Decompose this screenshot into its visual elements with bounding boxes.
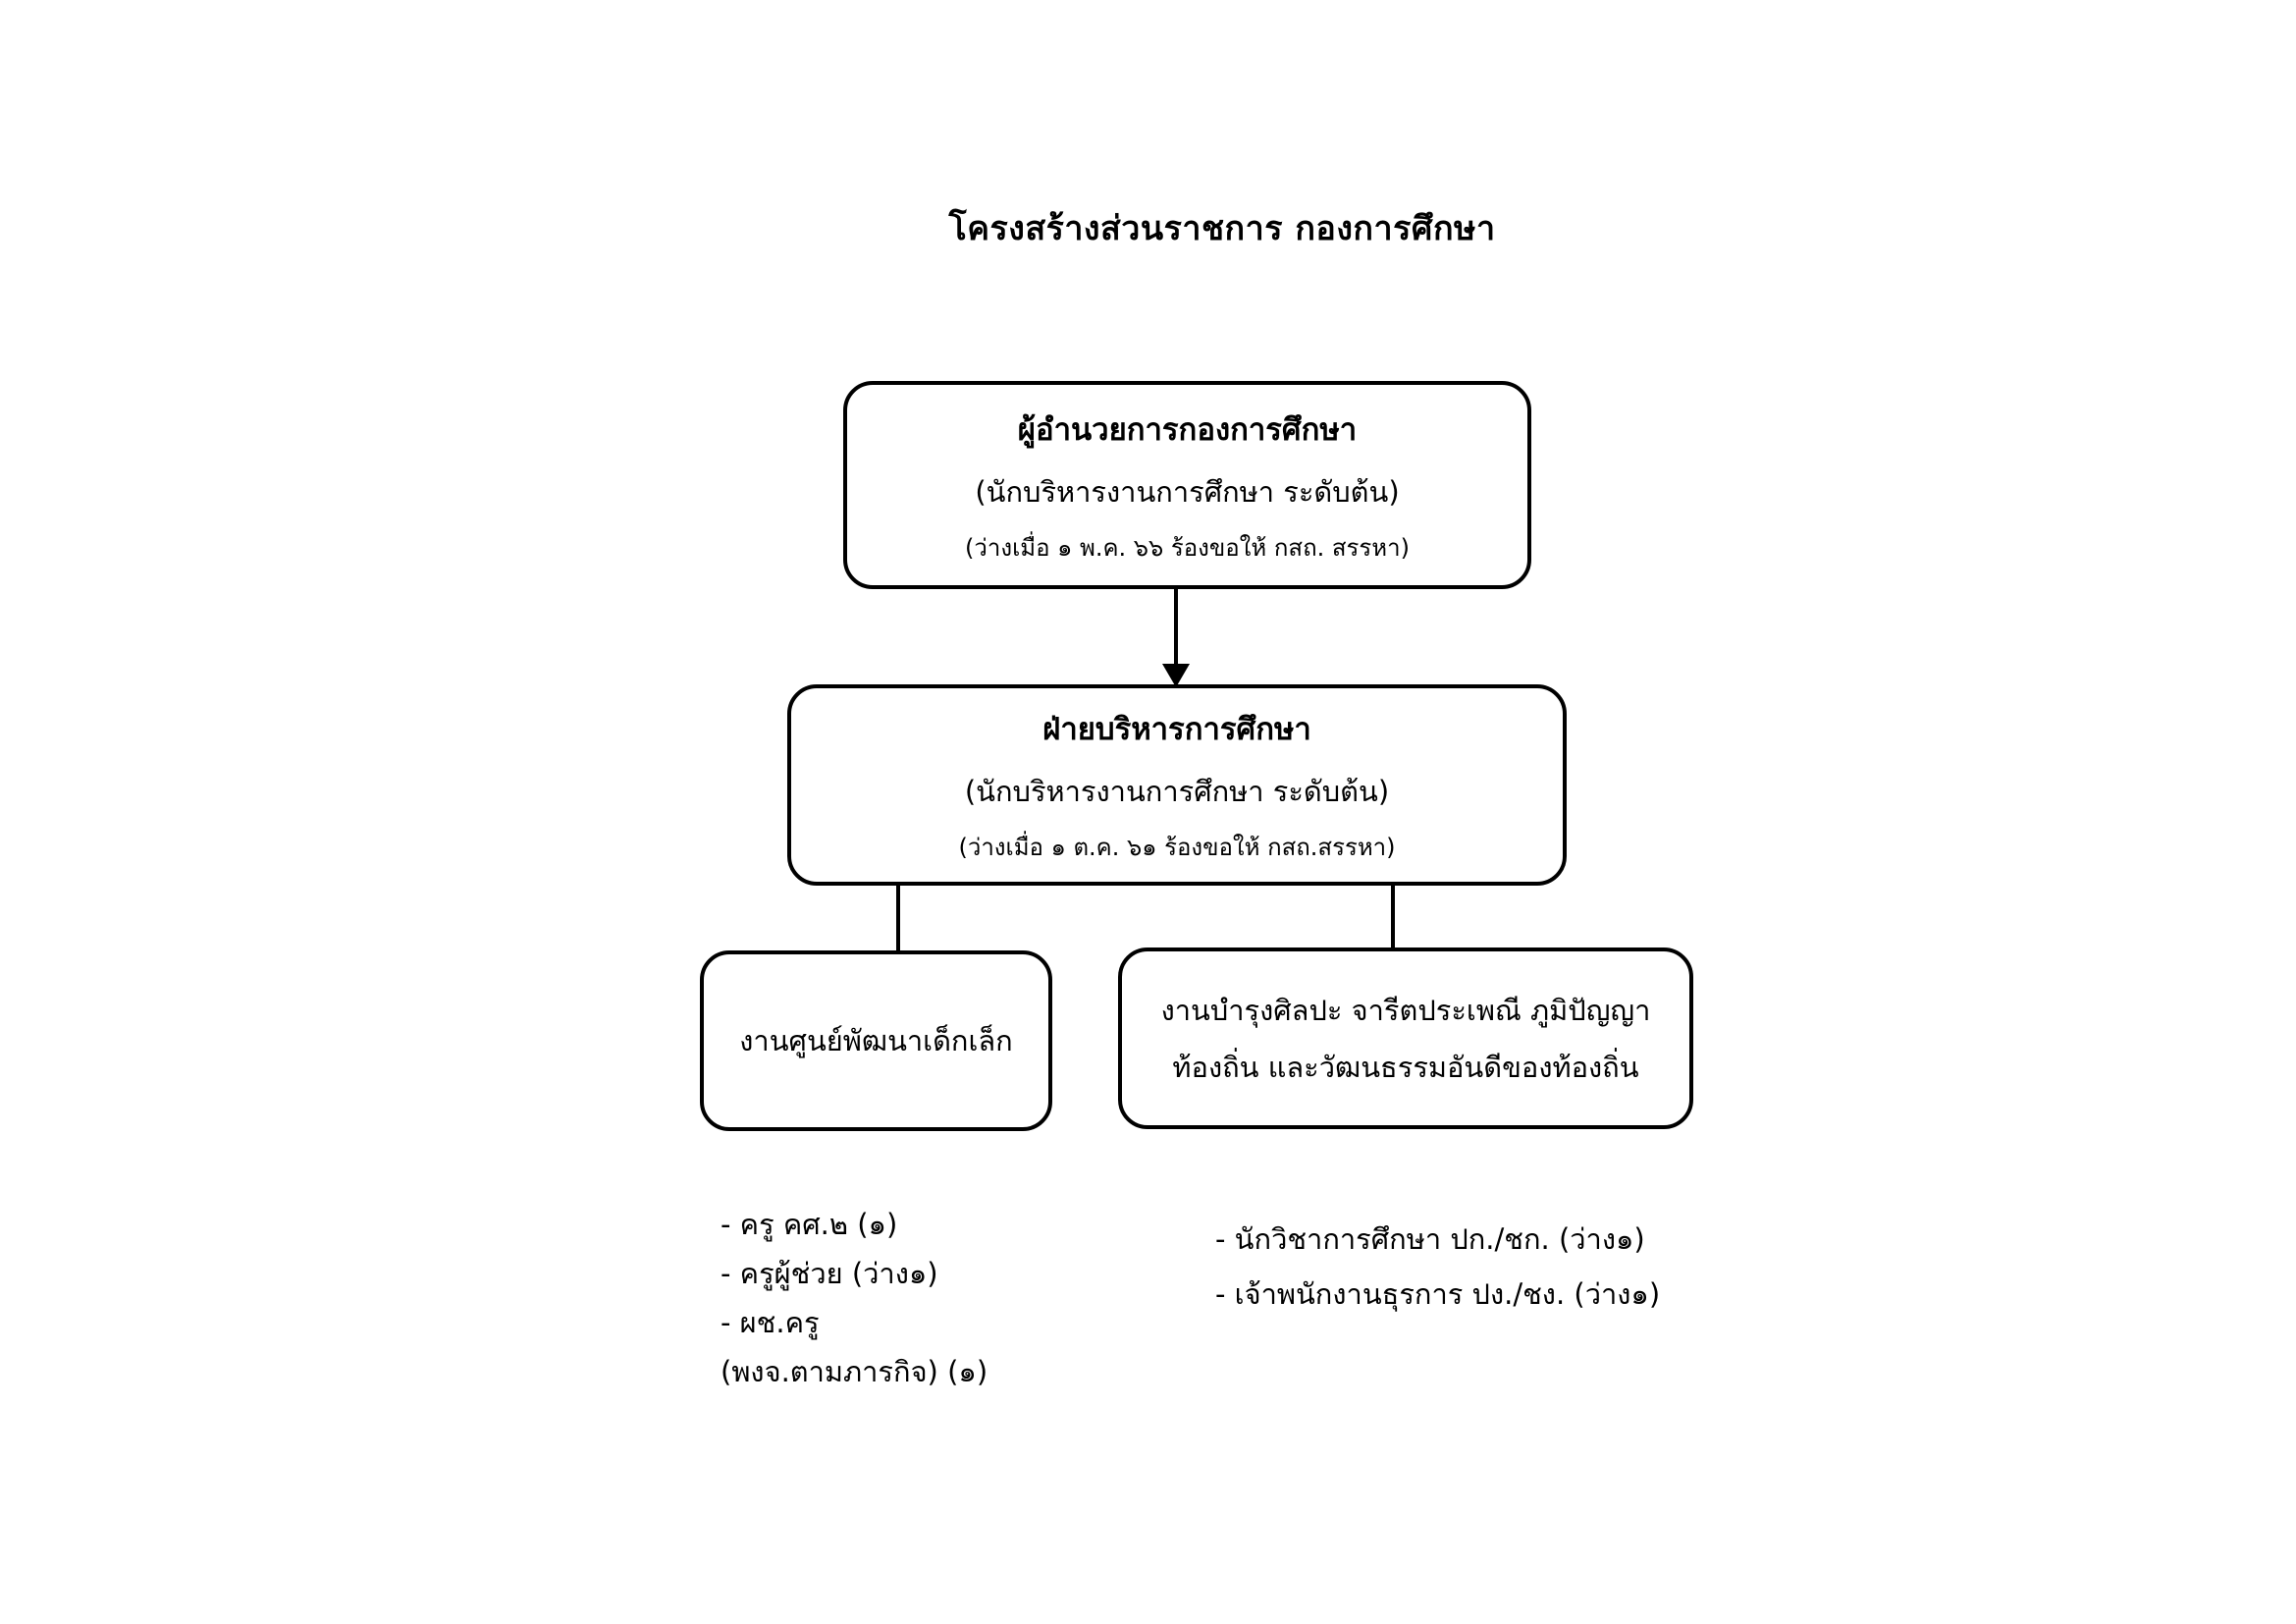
director-vacancy-note: (ว่างเมื่อ ๑ พ.ค. ๖๖ ร้องขอให้ กสถ. สรรห… — [965, 533, 1410, 562]
director-title: ผู้อำนวยการกองการศึกษา — [1017, 411, 1358, 448]
node-director-box: ผู้อำนวยการกองการศึกษา (นักบริหารงานการศ… — [843, 381, 1531, 589]
education-admin-title: ฝ่ายบริหารการศึกษา — [1042, 712, 1311, 747]
list-item: (พงจ.ตามภารกิจ) (๑) — [721, 1355, 988, 1388]
staff-list-left: - ครู คศ.๒ (๑) - ครูผู้ช่วย (ว่าง๑) - ผช… — [721, 1200, 988, 1396]
list-item: - ครูผู้ช่วย (ว่าง๑) — [721, 1257, 938, 1290]
node-child-dev-center-box: งานศูนย์พัฒนาเด็กเล็ก — [700, 950, 1052, 1131]
list-item: - ผช.ครู — [721, 1306, 820, 1339]
staff-list-right: - นักวิชาการศึกษา ปก./ชก. (ว่าง๑) - เจ้า… — [1215, 1212, 1660, 1322]
list-item: - เจ้าพนักงานธุรการ ปง./ชง. (ว่าง๑) — [1215, 1277, 1661, 1311]
list-item: - นักวิชาการศึกษา ปก./ชก. (ว่าง๑) — [1215, 1222, 1645, 1256]
list-item: - ครู คศ.๒ (๑) — [721, 1208, 898, 1241]
node-culture-box: งานบำรุงศิลปะ จารีตประเพณี ภูมิปัญญา ท้อ… — [1118, 947, 1693, 1129]
culture-title-line1: งานบำรุงศิลปะ จารีตประเพณี ภูมิปัญญา — [1160, 993, 1651, 1027]
director-position: (นักบริหารงานการศึกษา ระดับต้น) — [975, 474, 1400, 509]
connector-line-left — [896, 884, 900, 950]
child-dev-center-title: งานศูนย์พัฒนาเด็กเล็ก — [739, 1024, 1013, 1057]
education-admin-vacancy-note: (ว่างเมื่อ ๑ ต.ค. ๖๑ ร้องขอให้ กสถ.สรรหา… — [958, 834, 1396, 861]
education-admin-position: (นักบริหารงานการศึกษา ระดับต้น) — [964, 775, 1390, 808]
culture-title-line2: ท้องถิ่น และวัฒนธรรมอันดีของท้องถิ่น — [1172, 1050, 1639, 1084]
arrow-head-icon — [1162, 664, 1190, 687]
page-title: โครงสร้างส่วนราชการ กองการศึกษา — [948, 209, 1496, 248]
node-education-admin-box: ฝ่ายบริหารการศึกษา (นักบริหารงานการศึกษา… — [787, 684, 1567, 886]
connector-line-right — [1391, 884, 1395, 947]
connector-arrow-line — [1174, 589, 1178, 668]
